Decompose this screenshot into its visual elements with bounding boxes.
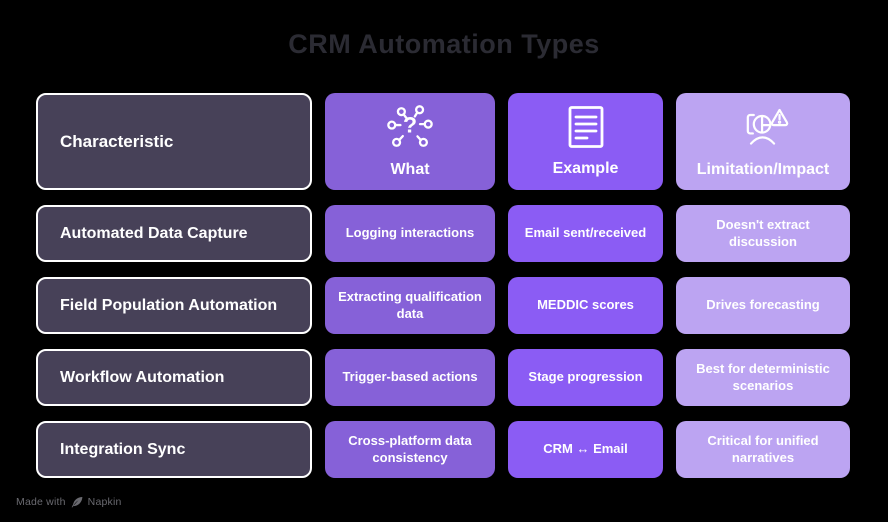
characteristic-header-label: Characteristic	[60, 131, 174, 151]
face-warning-icon	[735, 104, 791, 150]
cell-limitation-row4: Critical for unified narratives	[676, 421, 850, 478]
header-cell-limitation: Limitation/Impact	[676, 93, 850, 190]
napkin-brand-label: Napkin	[87, 496, 122, 508]
question-network-icon: ?	[385, 104, 435, 150]
cell-example-row4: CRM ↔ Email	[508, 421, 663, 478]
cell-what-row2: Extracting qualification data	[325, 277, 495, 334]
row-label-workflow-automation: Workflow Automation	[36, 349, 312, 406]
row-label-text: Automated Data Capture	[60, 224, 248, 242]
header-cell-characteristic: Characteristic	[36, 93, 312, 190]
comparison-table: Characteristic ? What	[36, 93, 850, 478]
cell-what-row4: Cross-platform data consistency	[325, 421, 495, 478]
made-with-napkin-watermark: Made with Napkin	[16, 496, 122, 508]
what-header-label: What	[390, 160, 430, 178]
svg-text:?: ?	[403, 111, 417, 137]
cell-what-row3: Trigger-based actions	[325, 349, 495, 406]
feather-icon	[71, 496, 83, 508]
cell-example-row3: Stage progression	[508, 349, 663, 406]
row-label-automated-data-capture: Automated Data Capture	[36, 205, 312, 262]
header-cell-example: Example	[508, 93, 663, 190]
cell-limitation-row3: Best for deterministic scenarios	[676, 349, 850, 406]
limitation-header-label: Limitation/Impact	[696, 160, 830, 178]
document-lines-icon	[566, 105, 606, 149]
row-label-text: Integration Sync	[60, 440, 186, 458]
cell-what-row1: Logging interactions	[325, 205, 495, 262]
cell-example-row1: Email sent/received	[508, 205, 663, 262]
header-cell-what: ? What	[325, 93, 495, 190]
cell-example-row2: MEDDIC scores	[508, 277, 663, 334]
row-label-field-population-automation: Field Population Automation	[36, 277, 312, 334]
cell-limitation-row1: Doesn't extract discussion	[676, 205, 850, 262]
cell-limitation-row2: Drives forecasting	[676, 277, 850, 334]
page-title: CRM Automation Types	[288, 29, 600, 59]
made-with-label: Made with	[16, 496, 66, 508]
row-label-text: Field Population Automation	[60, 296, 278, 314]
row-label-text: Workflow Automation	[60, 368, 225, 386]
row-label-integration-sync: Integration Sync	[36, 421, 312, 478]
example-header-label: Example	[552, 159, 619, 177]
